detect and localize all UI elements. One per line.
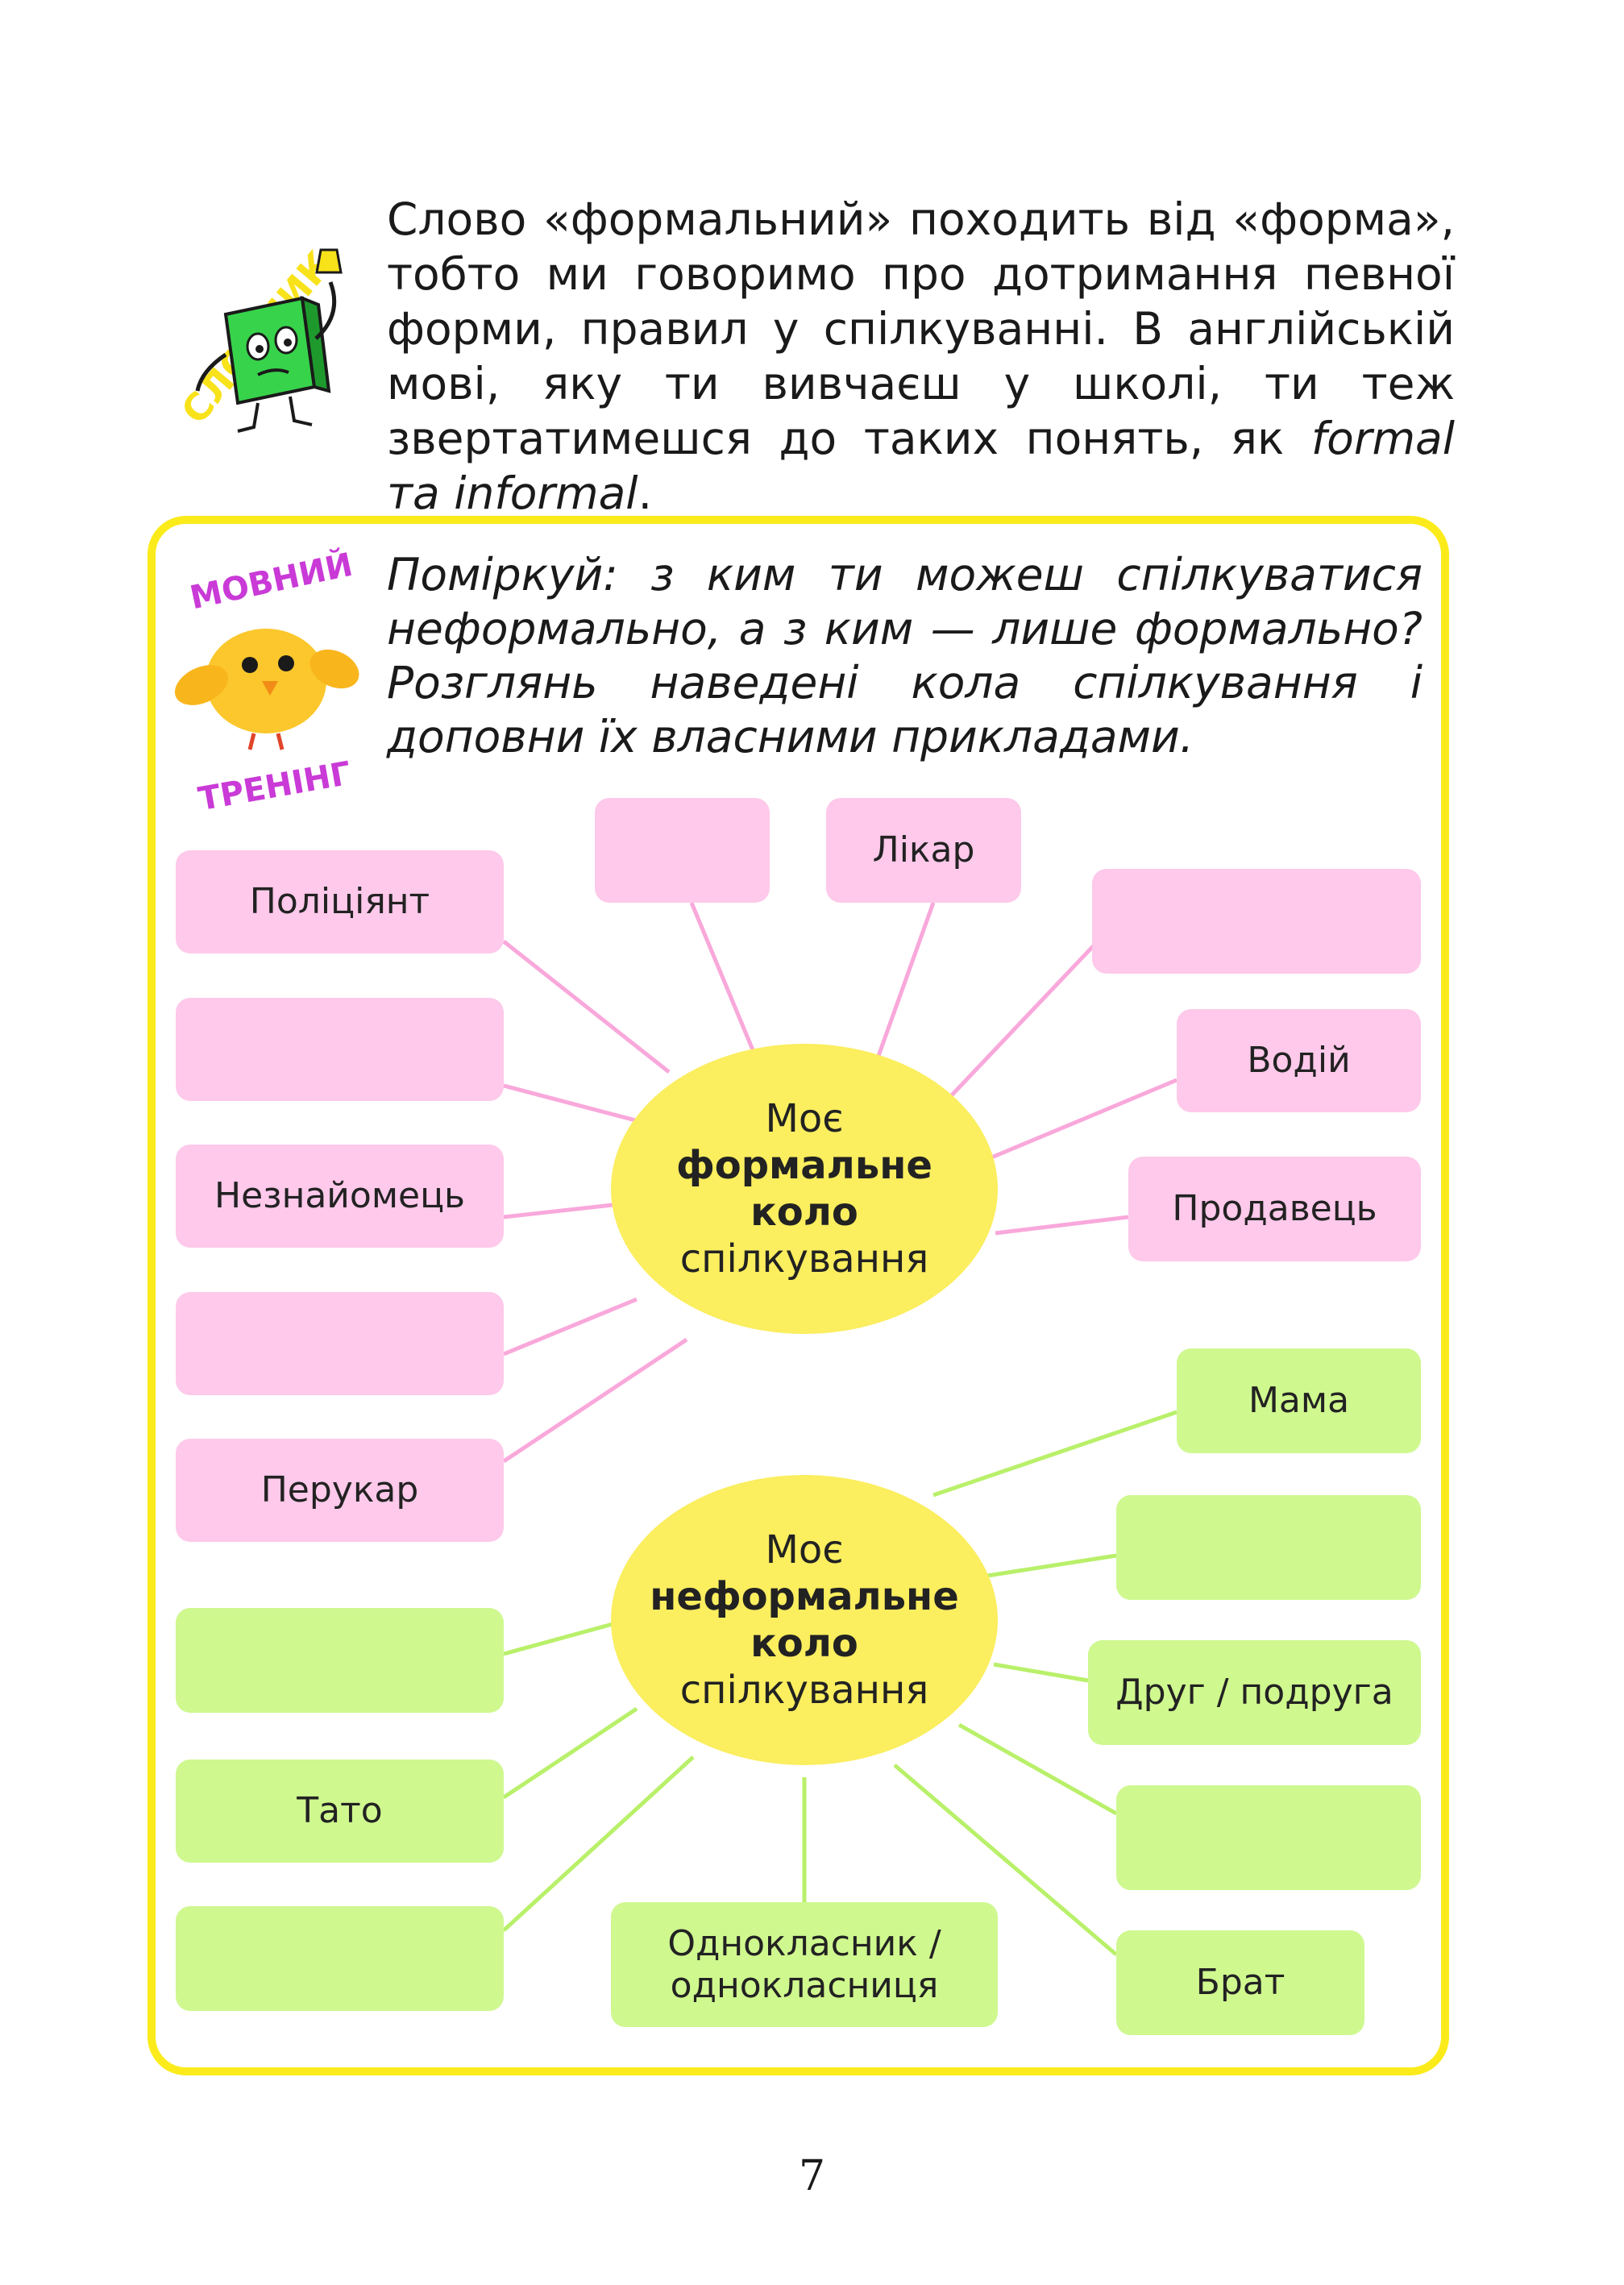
task-instructions: Поміркуй: з ким ти можеш спілкуватися не… [387, 549, 1423, 762]
formal-box-stranger: Незнайомець [176, 1145, 504, 1248]
connector-line [989, 1078, 1178, 1161]
connector-line [945, 941, 1098, 1102]
connector-line [876, 902, 936, 1057]
informal-box-classmate: Однокласник / однокласниця [611, 1902, 998, 2027]
connector-line [503, 1297, 638, 1356]
connector-line [993, 1662, 1089, 1683]
formal-box-empty[interactable] [1092, 869, 1421, 974]
connector-line [503, 1203, 613, 1219]
connector-line [986, 1553, 1117, 1578]
informal-connectors [502, 1410, 1178, 1956]
connector-line [502, 1755, 695, 1932]
page-number: 7 [798, 2152, 826, 2200]
informal-box-mother: Мама [1177, 1348, 1421, 1453]
formal-box-doctor: Лікар [826, 798, 1021, 903]
book-character-icon [195, 248, 343, 433]
connector-line [995, 1215, 1129, 1236]
connector-line [893, 1764, 1118, 1956]
language-training-logo: МОВНИЙ ТРЕНІНГ [174, 545, 359, 810]
connector-line [502, 940, 671, 1074]
informal-box-empty[interactable] [176, 1906, 504, 2011]
connector-line [957, 1722, 1118, 1816]
informal-box-friend: Друг / подруга [1088, 1640, 1421, 1745]
formal-box-empty[interactable] [595, 798, 770, 903]
connector-line [503, 1622, 613, 1656]
connector-line [502, 1706, 638, 1800]
informal-box-empty[interactable] [1116, 1495, 1421, 1600]
connector-line [689, 902, 756, 1053]
informal-box-empty[interactable] [1116, 1785, 1421, 1890]
exercise-frame [147, 516, 1449, 2075]
formal-box-policeman: Поліціянт [176, 850, 504, 953]
informal-box-father: Тато [176, 1759, 504, 1863]
dictionary-logo: СЛОВНИК [172, 243, 343, 433]
informal-box-brother: Брат [1116, 1930, 1364, 2035]
formal-box-seller: Продавець [1128, 1157, 1421, 1261]
formal-connectors [502, 902, 1178, 1464]
formal-box-empty[interactable] [176, 998, 504, 1101]
formal-box-hairdresser: Перукар [176, 1439, 504, 1542]
informal-box-empty[interactable] [176, 1608, 504, 1713]
connector-line [502, 1337, 688, 1464]
formal-circle-hub: Моє формальне коло спілкування [611, 1044, 998, 1334]
chick-icon [174, 629, 359, 750]
connector-line [503, 1083, 646, 1125]
formal-box-driver: Водій [1177, 1009, 1421, 1112]
formal-box-empty[interactable] [176, 1292, 504, 1395]
intro-paragraph: Слово «формальний» походить від «форма»,… [387, 193, 1455, 519]
informal-circle-hub: Моє неформальне коло спілкування [611, 1475, 998, 1765]
connector-line [932, 1410, 1178, 1498]
